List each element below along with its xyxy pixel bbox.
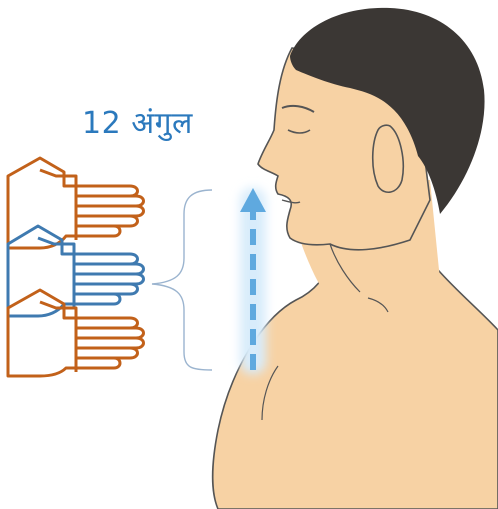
curly-brace-icon	[152, 190, 212, 370]
breath-arrow-icon	[240, 188, 266, 374]
hand-top	[8, 158, 144, 248]
stacked-hands-icon	[8, 158, 144, 376]
